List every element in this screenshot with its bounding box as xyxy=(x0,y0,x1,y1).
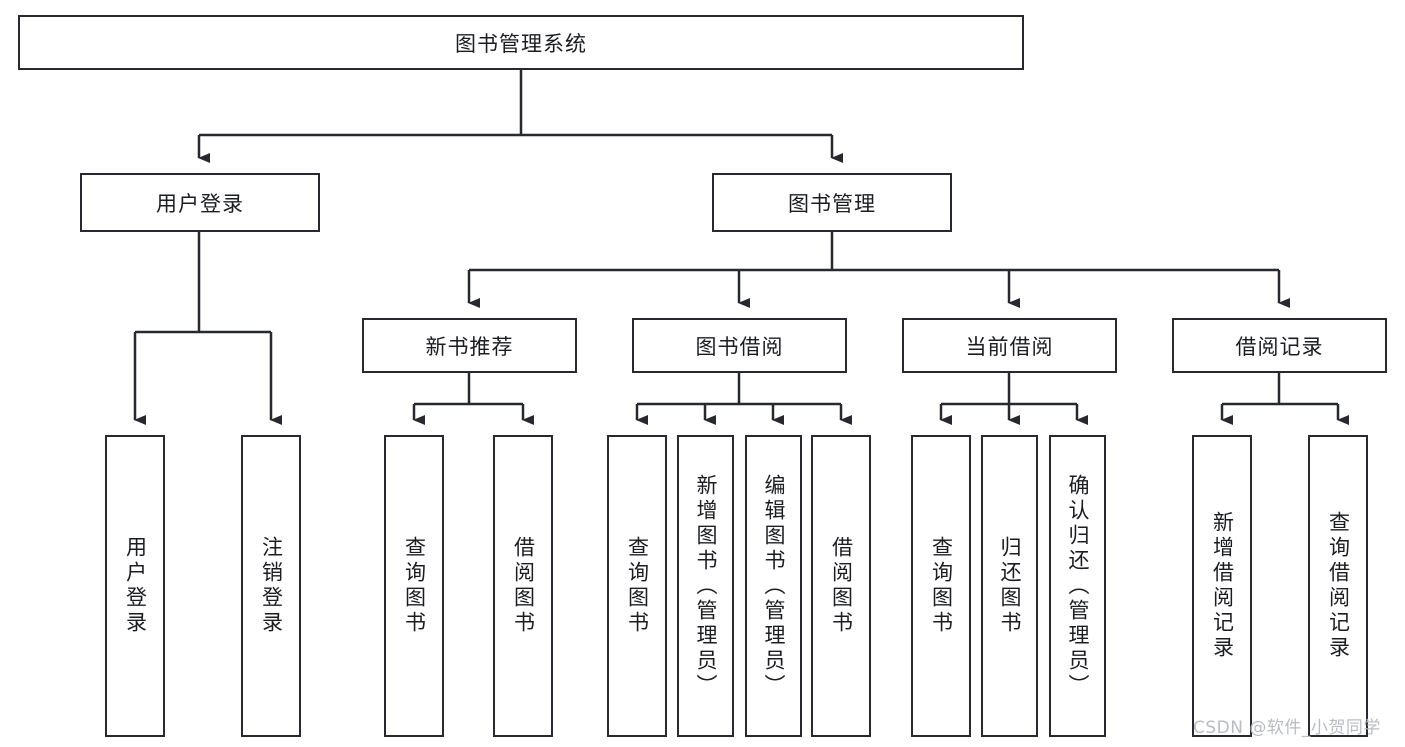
node-book-borrow[interactable]: 图书借阅 xyxy=(632,318,847,373)
node-label: 新增图书（管理员） xyxy=(694,473,718,699)
leaf-new-book-query-book[interactable]: 查询图书 xyxy=(384,435,444,737)
node-label: 编辑图书（管理员） xyxy=(762,473,786,699)
leaf-current-borrow-return-book[interactable]: 归还图书 xyxy=(981,435,1038,737)
leaf-borrow-records-add-record[interactable]: 新增借阅记录 xyxy=(1192,435,1252,737)
node-label: 借阅图书 xyxy=(829,536,854,636)
node-label: 用户登录 xyxy=(156,191,244,216)
leaf-user-login-login[interactable]: 用户登录 xyxy=(105,435,165,737)
leaf-book-borrow-query-book[interactable]: 查询图书 xyxy=(607,435,667,737)
node-new-book-recommend[interactable]: 新书推荐 xyxy=(362,318,577,373)
leaf-book-borrow-edit-book-admin[interactable]: 编辑图书（管理员） xyxy=(745,435,802,737)
node-label: 新书推荐 xyxy=(425,334,514,359)
node-label: 查询图书 xyxy=(402,536,427,636)
node-label: 借阅记录 xyxy=(1235,334,1324,359)
csdn-watermark: CSDN @软件_小贺同学 xyxy=(1193,718,1381,738)
node-label: 用户登录 xyxy=(123,536,148,636)
node-book-management[interactable]: 图书管理 xyxy=(712,173,952,232)
leaf-current-borrow-query-book[interactable]: 查询图书 xyxy=(911,435,971,737)
node-label: 图书借阅 xyxy=(695,334,784,359)
leaf-book-borrow-add-book-admin[interactable]: 新增图书（管理员） xyxy=(677,435,734,737)
leaf-borrow-records-query-record[interactable]: 查询借阅记录 xyxy=(1308,435,1368,737)
node-label: 当前借阅 xyxy=(965,334,1054,359)
leaf-user-login-logout[interactable]: 注销登录 xyxy=(241,435,301,737)
leaf-book-borrow-borrow-book[interactable]: 借阅图书 xyxy=(811,435,871,737)
node-label: 确认归还（管理员） xyxy=(1066,473,1090,699)
leaf-current-borrow-confirm-return-admin[interactable]: 确认归还（管理员） xyxy=(1049,435,1106,737)
node-label: 查询图书 xyxy=(929,536,954,636)
node-label: 借阅图书 xyxy=(511,536,536,636)
node-user-login[interactable]: 用户登录 xyxy=(80,173,320,232)
node-label: 图书管理 xyxy=(788,191,876,216)
node-label: 查询图书 xyxy=(625,536,650,636)
node-label: 归还图书 xyxy=(998,536,1022,636)
node-label: 注销登录 xyxy=(259,536,284,636)
node-label: 新增借阅记录 xyxy=(1210,511,1235,661)
node-label: 图书管理系统 xyxy=(455,31,587,56)
leaf-new-book-borrow-book[interactable]: 借阅图书 xyxy=(493,435,553,737)
node-root-book-management-system[interactable]: 图书管理系统 xyxy=(18,15,1024,70)
node-current-borrow[interactable]: 当前借阅 xyxy=(902,318,1117,373)
node-borrow-records[interactable]: 借阅记录 xyxy=(1172,318,1387,373)
node-label: 查询借阅记录 xyxy=(1326,511,1351,661)
